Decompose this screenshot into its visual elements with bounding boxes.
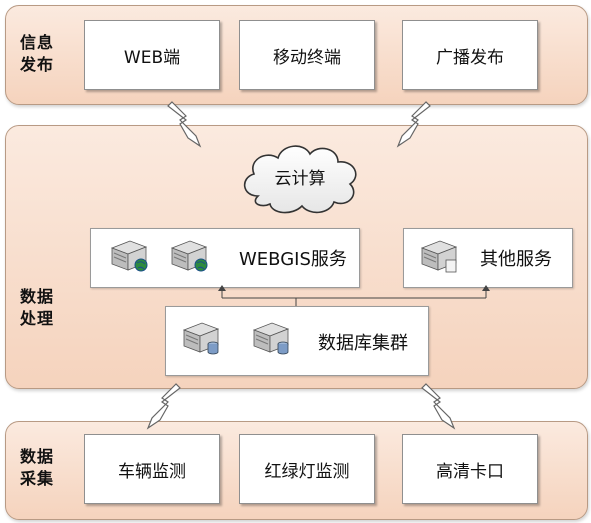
vehicle-monitor-label: 车辆监测 bbox=[118, 461, 186, 482]
database-server-icon bbox=[252, 322, 290, 355]
hd-checkpoint-label: 高清卡口 bbox=[436, 461, 504, 482]
mobile-terminal-box: 移动终端 bbox=[239, 20, 375, 90]
hd-checkpoint-box: 高清卡口 bbox=[402, 434, 538, 504]
collect-label-line1: 数据 bbox=[20, 447, 55, 466]
collect-layer-label: 数据 采集 bbox=[20, 446, 54, 490]
publish-layer: 信息 发布 WEB端 移动终端 广播发布 bbox=[5, 5, 588, 105]
broadcast-box: 广播发布 bbox=[402, 20, 538, 90]
database-server-icon bbox=[182, 322, 220, 355]
server-icon bbox=[420, 240, 458, 273]
other-service-box: 其他服务 bbox=[403, 228, 573, 288]
vehicle-monitor-box: 车辆监测 bbox=[84, 434, 220, 504]
wireless-bolt-icon bbox=[146, 383, 181, 430]
collect-label-line2: 采集 bbox=[20, 469, 55, 488]
mobile-terminal-label: 移动终端 bbox=[273, 47, 341, 68]
other-service-label: 其他服务 bbox=[480, 249, 552, 270]
web-client-label: WEB端 bbox=[123, 47, 181, 68]
web-client-box: WEB端 bbox=[84, 20, 220, 90]
arrow-to-other bbox=[482, 285, 490, 291]
publish-label-line2: 发布 bbox=[20, 55, 55, 74]
cloud-label: 云计算 bbox=[275, 169, 326, 189]
arrow-to-webgis bbox=[218, 285, 226, 291]
server-globe-icon bbox=[110, 240, 148, 272]
wireless-bolt-icon bbox=[167, 101, 202, 148]
webgis-service-label: WEBGIS服务 bbox=[239, 249, 347, 270]
publish-layer-label: 信息 发布 bbox=[20, 32, 54, 76]
wireless-bolt-icon bbox=[421, 383, 456, 430]
wireless-bolt-icon bbox=[396, 101, 431, 148]
traffic-light-monitor-label: 红绿灯监测 bbox=[264, 461, 350, 482]
collect-layer: 数据 采集 车辆监测 红绿灯监测 高清卡口 bbox=[5, 421, 588, 520]
database-cluster-box: 数据库集群 bbox=[165, 306, 429, 376]
database-cluster-label: 数据库集群 bbox=[318, 333, 408, 354]
server-globe-icon bbox=[170, 240, 208, 272]
process-label-line2: 处理 bbox=[20, 309, 55, 328]
process-layer-label: 数据 处理 bbox=[20, 286, 54, 330]
cloud-icon: 云计算 bbox=[243, 145, 357, 214]
broadcast-label: 广播发布 bbox=[436, 47, 504, 68]
traffic-light-monitor-box: 红绿灯监测 bbox=[239, 434, 375, 504]
process-label-line1: 数据 bbox=[20, 287, 55, 306]
publish-label-line1: 信息 bbox=[20, 33, 55, 52]
